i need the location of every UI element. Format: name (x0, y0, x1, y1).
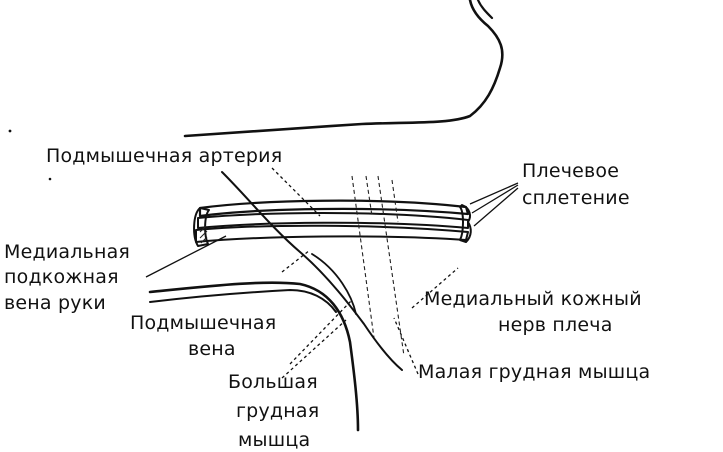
leader-line (411, 267, 459, 309)
label-axillary-vein-line1: Подмышечная (130, 312, 276, 334)
leader-line (271, 167, 321, 217)
leader-line (469, 182, 519, 205)
leader-line (471, 184, 519, 214)
neurovascular-bundle (193, 199, 472, 247)
label-axillary-artery: Подмышечная артерия (46, 145, 282, 167)
label-medial-subcutaneous-vein-line3: вена руки (4, 292, 106, 314)
medial-cutaneous-nerve-line (311, 253, 357, 315)
pectoralis-minor-dashed-edge (391, 179, 399, 223)
leader-line (289, 299, 353, 365)
bundle-tip-cap (459, 204, 472, 243)
pectoralis-major-margin (148, 281, 360, 432)
body-contour-line (183, 0, 504, 138)
skin-fold-line (149, 289, 337, 313)
stray-mark (48, 177, 52, 181)
label-medial-cutaneous-nerve-line1: Медиальный кожный (424, 288, 642, 310)
stray-mark (8, 129, 12, 133)
label-medial-subcutaneous-vein-line1: Медиальная (4, 241, 130, 263)
label-pectoralis-major-line3: мышца (238, 429, 310, 451)
leader-line (145, 235, 227, 278)
bundle-end-cap (193, 207, 210, 247)
axillary-fold-line (221, 171, 403, 371)
label-pectoralis-minor: Малая грудная мышца (418, 361, 650, 383)
label-brachial-plexus-line1: Плечевое (522, 160, 619, 182)
axillary-artery-tube (197, 212, 469, 229)
leader-line (473, 187, 519, 227)
label-medial-cutaneous-nerve-line2: нерв плеча (498, 314, 613, 336)
axillary-vein-tube (195, 224, 469, 243)
label-medial-subcutaneous-vein-line2: подкожная (4, 266, 119, 288)
leader-line (393, 317, 419, 375)
brachial-plexus-upper-cord (198, 199, 470, 218)
leader-line (281, 319, 347, 379)
label-brachial-plexus-line2: сплетение (522, 187, 630, 209)
label-pectoralis-major-line2: грудная (236, 400, 319, 422)
neck-detail-line (476, 0, 494, 20)
pectoralis-minor-dashed-edge (351, 175, 375, 339)
bundle-end-hatch (199, 225, 208, 244)
label-axillary-vein-line2: вена (188, 338, 236, 360)
pectoralis-minor-dashed-edge (377, 175, 405, 357)
leader-line (281, 249, 311, 273)
label-pectoralis-major-line1: Большая (228, 371, 318, 393)
